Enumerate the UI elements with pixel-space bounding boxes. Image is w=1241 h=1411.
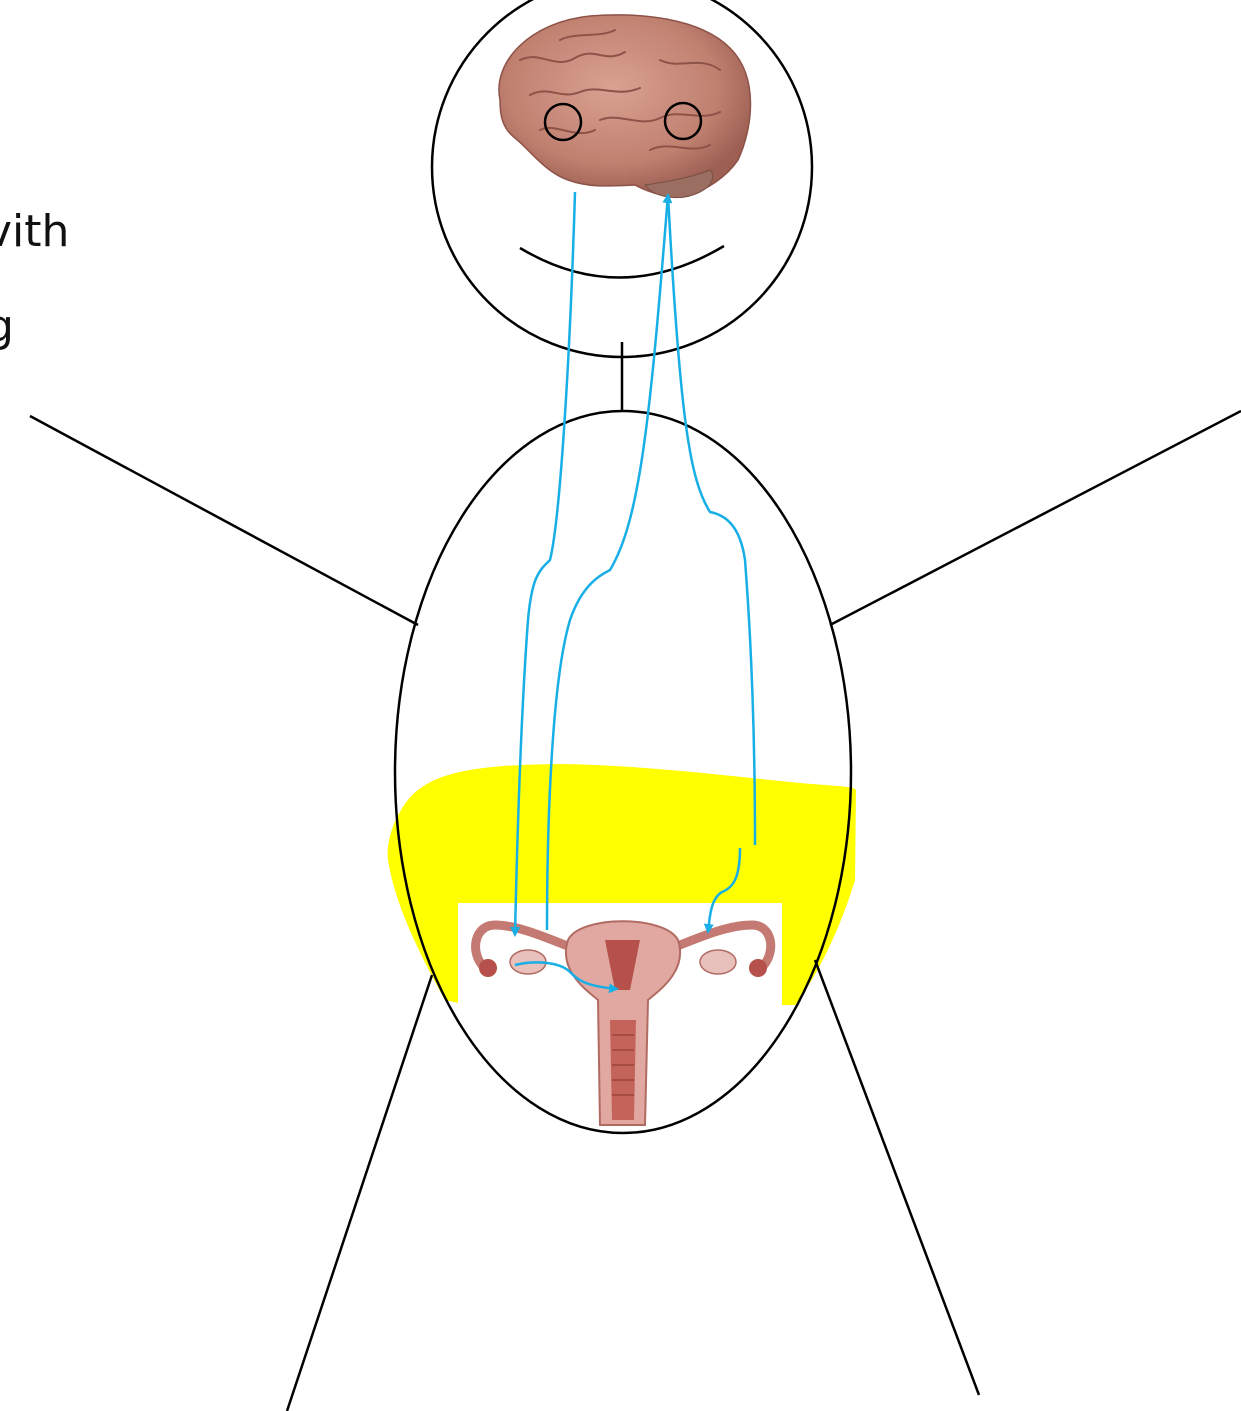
right-leg <box>815 960 979 1395</box>
left-leg <box>287 975 432 1411</box>
left-arm <box>30 416 418 625</box>
smile <box>520 246 724 278</box>
brain-illustration <box>499 15 751 198</box>
arrow-ovary-to-brain-right <box>668 195 755 845</box>
right-arm <box>830 411 1241 625</box>
uterus-ovaries-illustration <box>458 903 782 1125</box>
